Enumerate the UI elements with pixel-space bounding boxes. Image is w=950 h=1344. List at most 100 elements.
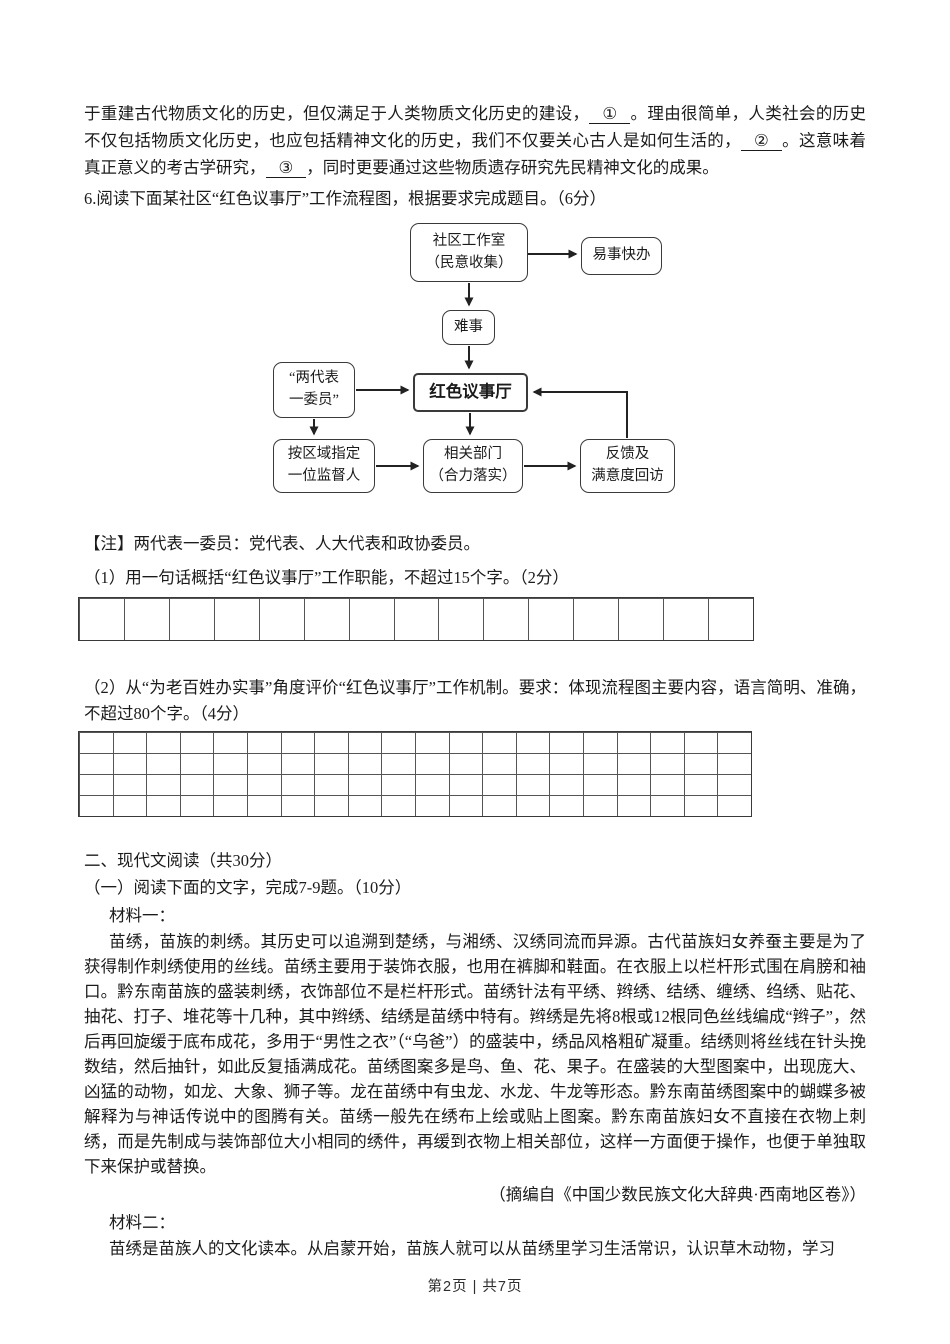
material-1-source: （摘编自《中国少数民族文化大辞典·西南地区卷》） bbox=[489, 1185, 866, 1204]
answer-cell bbox=[708, 598, 753, 640]
answer-cell bbox=[112, 774, 147, 795]
answer-cell bbox=[381, 753, 415, 774]
answer-cell bbox=[179, 795, 214, 816]
answer-cell bbox=[246, 732, 281, 753]
answer-cell bbox=[112, 732, 147, 753]
flowchart-arrows bbox=[309, 249, 628, 471]
answer-cell bbox=[79, 732, 113, 753]
answer-cell bbox=[314, 753, 348, 774]
page-footer: 第2页 | 共7页 bbox=[427, 1279, 523, 1295]
material-2-text: 苗绣是苗族人的文化读本。从启蒙开始，苗族人就可以从苗绣里学习生活常识，认识草木动… bbox=[109, 1239, 835, 1258]
section-2-heading: 二、现代文阅读（共30分） bbox=[84, 851, 282, 870]
answer-cell bbox=[79, 753, 113, 774]
flow-node-label: 反馈及 bbox=[605, 446, 650, 463]
answer-cell bbox=[582, 795, 617, 816]
answer-cell bbox=[650, 732, 684, 753]
answer-cell bbox=[303, 598, 349, 640]
answer-cell bbox=[618, 598, 664, 640]
answer-cell bbox=[381, 732, 415, 753]
answer-cell bbox=[483, 598, 529, 640]
answer-cell bbox=[549, 753, 583, 774]
flow-node-easy-matters: 易事快办 bbox=[581, 237, 662, 275]
question-6-note: 【注】两代表一委员：党代表、人大代表和政协委员。 bbox=[84, 534, 480, 553]
answer-cell bbox=[347, 753, 382, 774]
answer-cell bbox=[515, 753, 550, 774]
answer-cell bbox=[213, 732, 247, 753]
flow-node-feedback: 反馈及 满意度回访 bbox=[580, 439, 675, 493]
answer-cell bbox=[573, 598, 619, 640]
answer-cell bbox=[146, 753, 180, 774]
question-6-stem: 6.阅读下面某社区“红色议事厅”工作流程图，根据要求完成题目。（6分） bbox=[84, 189, 607, 208]
answer-cell bbox=[482, 795, 516, 816]
section-2-subheading: （一）阅读下面的文字，完成7-9题。（10分） bbox=[84, 878, 412, 897]
fill-blank-1: ① bbox=[589, 105, 631, 124]
flow-node-label: 满意度回访 bbox=[591, 468, 664, 484]
answer-cell bbox=[280, 774, 315, 795]
answer-cell bbox=[650, 795, 684, 816]
answer-cell bbox=[482, 732, 516, 753]
answer-cell bbox=[168, 598, 214, 640]
answer-cell bbox=[717, 753, 751, 774]
answer-cell bbox=[414, 774, 449, 795]
answer-cell bbox=[213, 598, 259, 640]
flow-node-community-office: 社区工作室 （民意收集） bbox=[410, 223, 528, 282]
flow-node-label: 一委员” bbox=[289, 392, 339, 408]
answer-cell bbox=[582, 732, 617, 753]
answer-cell bbox=[549, 732, 583, 753]
answer-cell bbox=[314, 732, 348, 753]
answer-cell bbox=[650, 774, 684, 795]
intro-segment-2: 。理由很简单，人类社会的历史不仅包括物质文化历史，也应包括精神文化的历史，我们不… bbox=[84, 104, 867, 150]
material-1-text: 苗绣，苗族的刺绣。其历史可以追溯到楚绣，与湘绣、汉绣同流而异源。古代苗族妇女养蚕… bbox=[84, 932, 866, 1176]
answer-cell bbox=[112, 795, 147, 816]
answer-cell bbox=[515, 774, 550, 795]
answer-cell bbox=[616, 795, 651, 816]
answer-cell bbox=[717, 732, 751, 753]
flow-node-label: 易事快办 bbox=[592, 247, 651, 264]
answer-cell bbox=[280, 753, 315, 774]
flow-node-red-hall: 红色议事厅 bbox=[413, 373, 528, 412]
answer-cell bbox=[616, 774, 651, 795]
answer-cell bbox=[393, 598, 439, 640]
flow-node-label: 社区工作室 bbox=[432, 232, 506, 249]
answer-cell bbox=[616, 732, 651, 753]
answer-cell bbox=[650, 753, 684, 774]
flowchart: 社区工作室 （民意收集） 易事快办 难事 “两代表 一委员” 红色议事厅 按区域… bbox=[84, 222, 866, 517]
answer-cell bbox=[347, 795, 382, 816]
answer-cell bbox=[179, 732, 214, 753]
answer-cell bbox=[482, 774, 516, 795]
answer-cell bbox=[549, 774, 583, 795]
flow-node-hard-matters: 难事 bbox=[442, 310, 495, 345]
fill-blank-3: ③ bbox=[265, 159, 307, 178]
answer-cell bbox=[448, 732, 483, 753]
question-6-sub2: （2）从“为老百姓办实事”角度评价“红色议事厅”工作机制。要求：体现流程图主要内… bbox=[84, 678, 866, 723]
answer-cell bbox=[414, 732, 449, 753]
answer-cell bbox=[280, 795, 315, 816]
answer-cell bbox=[314, 795, 348, 816]
flow-node-label: 红色议事厅 bbox=[429, 382, 512, 402]
flow-node-label: 相关部门 bbox=[444, 446, 502, 463]
intro-paragraph: 于重建古代物质文化的历史，但仅满足于人类物质文化历史的建设，①。理由很简单，人类… bbox=[84, 100, 866, 181]
question-6-sub1: （1）用一句话概括“红色议事厅”工作职能，不超过15个字。（2分） bbox=[84, 568, 569, 587]
answer-cell bbox=[179, 774, 214, 795]
answer-cell bbox=[683, 732, 718, 753]
answer-cell bbox=[146, 732, 180, 753]
answer-cell bbox=[414, 753, 449, 774]
answer-cell bbox=[683, 774, 718, 795]
material-1-label: 材料一： bbox=[109, 906, 175, 925]
answer-cell bbox=[246, 774, 281, 795]
answer-cell bbox=[448, 753, 483, 774]
answer-cell bbox=[258, 598, 304, 640]
answer-cell bbox=[146, 774, 180, 795]
flow-node-label: 一位监督人 bbox=[287, 468, 361, 484]
flow-node-label: “两代表 bbox=[289, 370, 339, 387]
answer-cell bbox=[314, 774, 348, 795]
answer-cell bbox=[616, 753, 651, 774]
answer-grid-80-chars bbox=[78, 731, 752, 817]
answer-cell bbox=[112, 753, 147, 774]
flow-node-departments: 相关部门 （合力落实） bbox=[423, 439, 523, 493]
flow-node-two-reps: “两代表 一委员” bbox=[273, 362, 355, 418]
answer-cell bbox=[381, 774, 415, 795]
answer-cell bbox=[381, 795, 415, 816]
answer-cell bbox=[146, 795, 180, 816]
